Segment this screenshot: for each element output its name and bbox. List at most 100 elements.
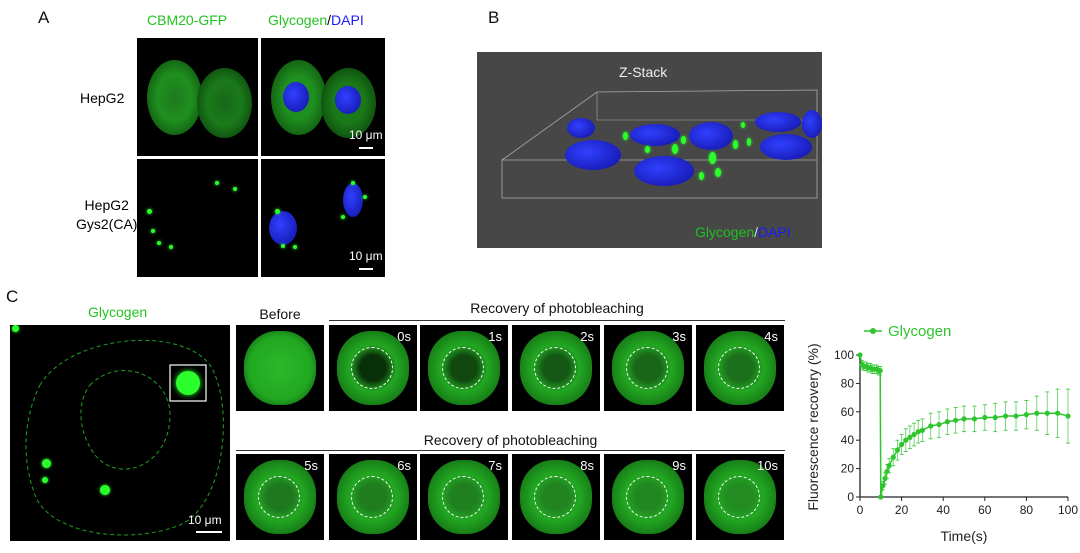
image-hepg2-cbm20: [137, 38, 258, 156]
data-point: [907, 434, 913, 440]
frame-before: [236, 325, 324, 411]
x-tick-label: 80: [1020, 503, 1034, 517]
before-label: Before: [259, 306, 301, 322]
data-point: [899, 441, 905, 448]
data-point: [911, 431, 917, 438]
data-point: [1065, 413, 1071, 419]
dapi-text: DAPI: [331, 12, 364, 28]
col-header-cbm20-gfp: CBM20-GFP: [147, 12, 228, 28]
panel-c-label: C: [6, 287, 19, 306]
y-axis-label: Fluorescence recovery (%): [805, 343, 821, 510]
frap-chart: 0 20 40 60 80 100 0 20 40 60 80 100 Time(s) Fluores…: [805, 323, 1078, 544]
data-point: [857, 352, 863, 358]
data-point: [919, 427, 925, 433]
frame-4s: 4s: [696, 325, 784, 411]
data-point: [878, 494, 884, 500]
panel-b-label: B: [488, 8, 500, 27]
timepoint-label: 5s: [304, 458, 318, 473]
frame-7s: 7s: [420, 454, 508, 540]
data-point: [944, 419, 950, 425]
frame-3s: 3s: [604, 325, 692, 411]
header-divider: [329, 320, 785, 321]
scale-bar-label: 10 μm: [188, 513, 222, 527]
frame-6s: 6s: [329, 454, 417, 540]
data-point: [880, 483, 886, 489]
data-point: [928, 423, 934, 429]
data-point: [992, 414, 998, 421]
y-tick-label: 0: [847, 490, 854, 504]
glycogen-title: Glycogen: [88, 304, 148, 320]
x-tick-label: 100: [1058, 503, 1078, 517]
glycogen-text: Glycogen: [695, 224, 755, 240]
timepoint-label: 9s: [672, 458, 686, 473]
timepoint-label: 8s: [580, 458, 594, 473]
zstack-title: Z-Stack: [619, 64, 668, 80]
timepoint-label: 1s: [488, 329, 502, 344]
timepoint-label: 2s: [580, 329, 594, 344]
header-divider: [236, 450, 785, 451]
frame-5s: 5s: [236, 454, 324, 540]
data-point: [1013, 413, 1019, 419]
y-tick-label: 40: [841, 433, 855, 447]
frame-10s: 10s: [696, 454, 784, 540]
data-point: [953, 417, 959, 423]
data-point: [884, 468, 890, 475]
image-gys2-cbm20: [137, 159, 258, 277]
data-point: [936, 421, 942, 428]
x-tick-label: 20: [895, 503, 909, 517]
data-point: [982, 414, 988, 421]
y-tick-label: 80: [841, 376, 855, 390]
x-axis-label: Time(s): [941, 528, 988, 544]
data-point: [1055, 410, 1061, 416]
data-point: [903, 437, 909, 443]
frame-0s: 0s: [329, 325, 417, 411]
timepoint-label: 7s: [488, 458, 502, 473]
glycogen-text: Glycogen: [268, 12, 328, 28]
image-hepg2-merge: 10 μm: [261, 38, 385, 156]
legend-marker: [870, 328, 876, 334]
dapi-text: DAPI: [758, 224, 791, 240]
data-point: [890, 454, 896, 460]
data-point: [886, 463, 892, 469]
data-point: [1003, 413, 1009, 419]
image-gys2-merge: 10 μm: [261, 159, 385, 277]
data-point: [1034, 410, 1040, 416]
data-point: [1044, 410, 1050, 416]
data-point: [877, 368, 883, 374]
frame-9s: 9s: [604, 454, 692, 540]
recovery-header-1: Recovery of photobleaching: [470, 300, 644, 316]
data-point: [1023, 412, 1029, 418]
scale-bar-label: 10 μm: [349, 128, 383, 142]
scale-bar-label: 10 μm: [349, 249, 383, 263]
row-label-line1: HepG2: [84, 197, 129, 213]
legend-label: Glycogen: [888, 323, 951, 340]
col-header-glycogen-dapi: Glycogen/DAPI: [268, 12, 364, 28]
data-point: [882, 475, 888, 482]
row-label-line2: Gys2(CA): [76, 216, 138, 232]
x-tick-label: 40: [937, 503, 951, 517]
timepoint-label: 10s: [757, 458, 778, 473]
cell-outline: [25, 339, 224, 536]
row-label-hepg2: HepG2: [80, 90, 125, 106]
zstack-image: Z-Stack Glycogen/DAPI: [477, 52, 822, 248]
frame-2s: 2s: [512, 325, 600, 411]
x-tick-label: 0: [857, 503, 864, 517]
x-tick-label: 60: [978, 503, 992, 517]
data-point: [971, 416, 977, 422]
timepoint-label: 0s: [397, 329, 411, 344]
frame-8s: 8s: [512, 454, 600, 540]
data-point: [915, 429, 921, 435]
timepoint-label: 4s: [764, 329, 778, 344]
timepoint-label: 6s: [397, 458, 411, 473]
frame-1s: 1s: [420, 325, 508, 411]
y-tick-label: 100: [834, 348, 854, 362]
sep-text: /: [754, 224, 759, 240]
sep-text: /: [327, 12, 332, 28]
panel-a-label: A: [38, 8, 50, 27]
y-tick-label: 20: [841, 462, 855, 476]
image-glycogen-cell: 10 μm: [10, 325, 230, 541]
y-tick-label: 60: [841, 405, 855, 419]
timepoint-label: 3s: [672, 329, 686, 344]
zstack-legend: Glycogen/DAPI: [695, 224, 791, 240]
